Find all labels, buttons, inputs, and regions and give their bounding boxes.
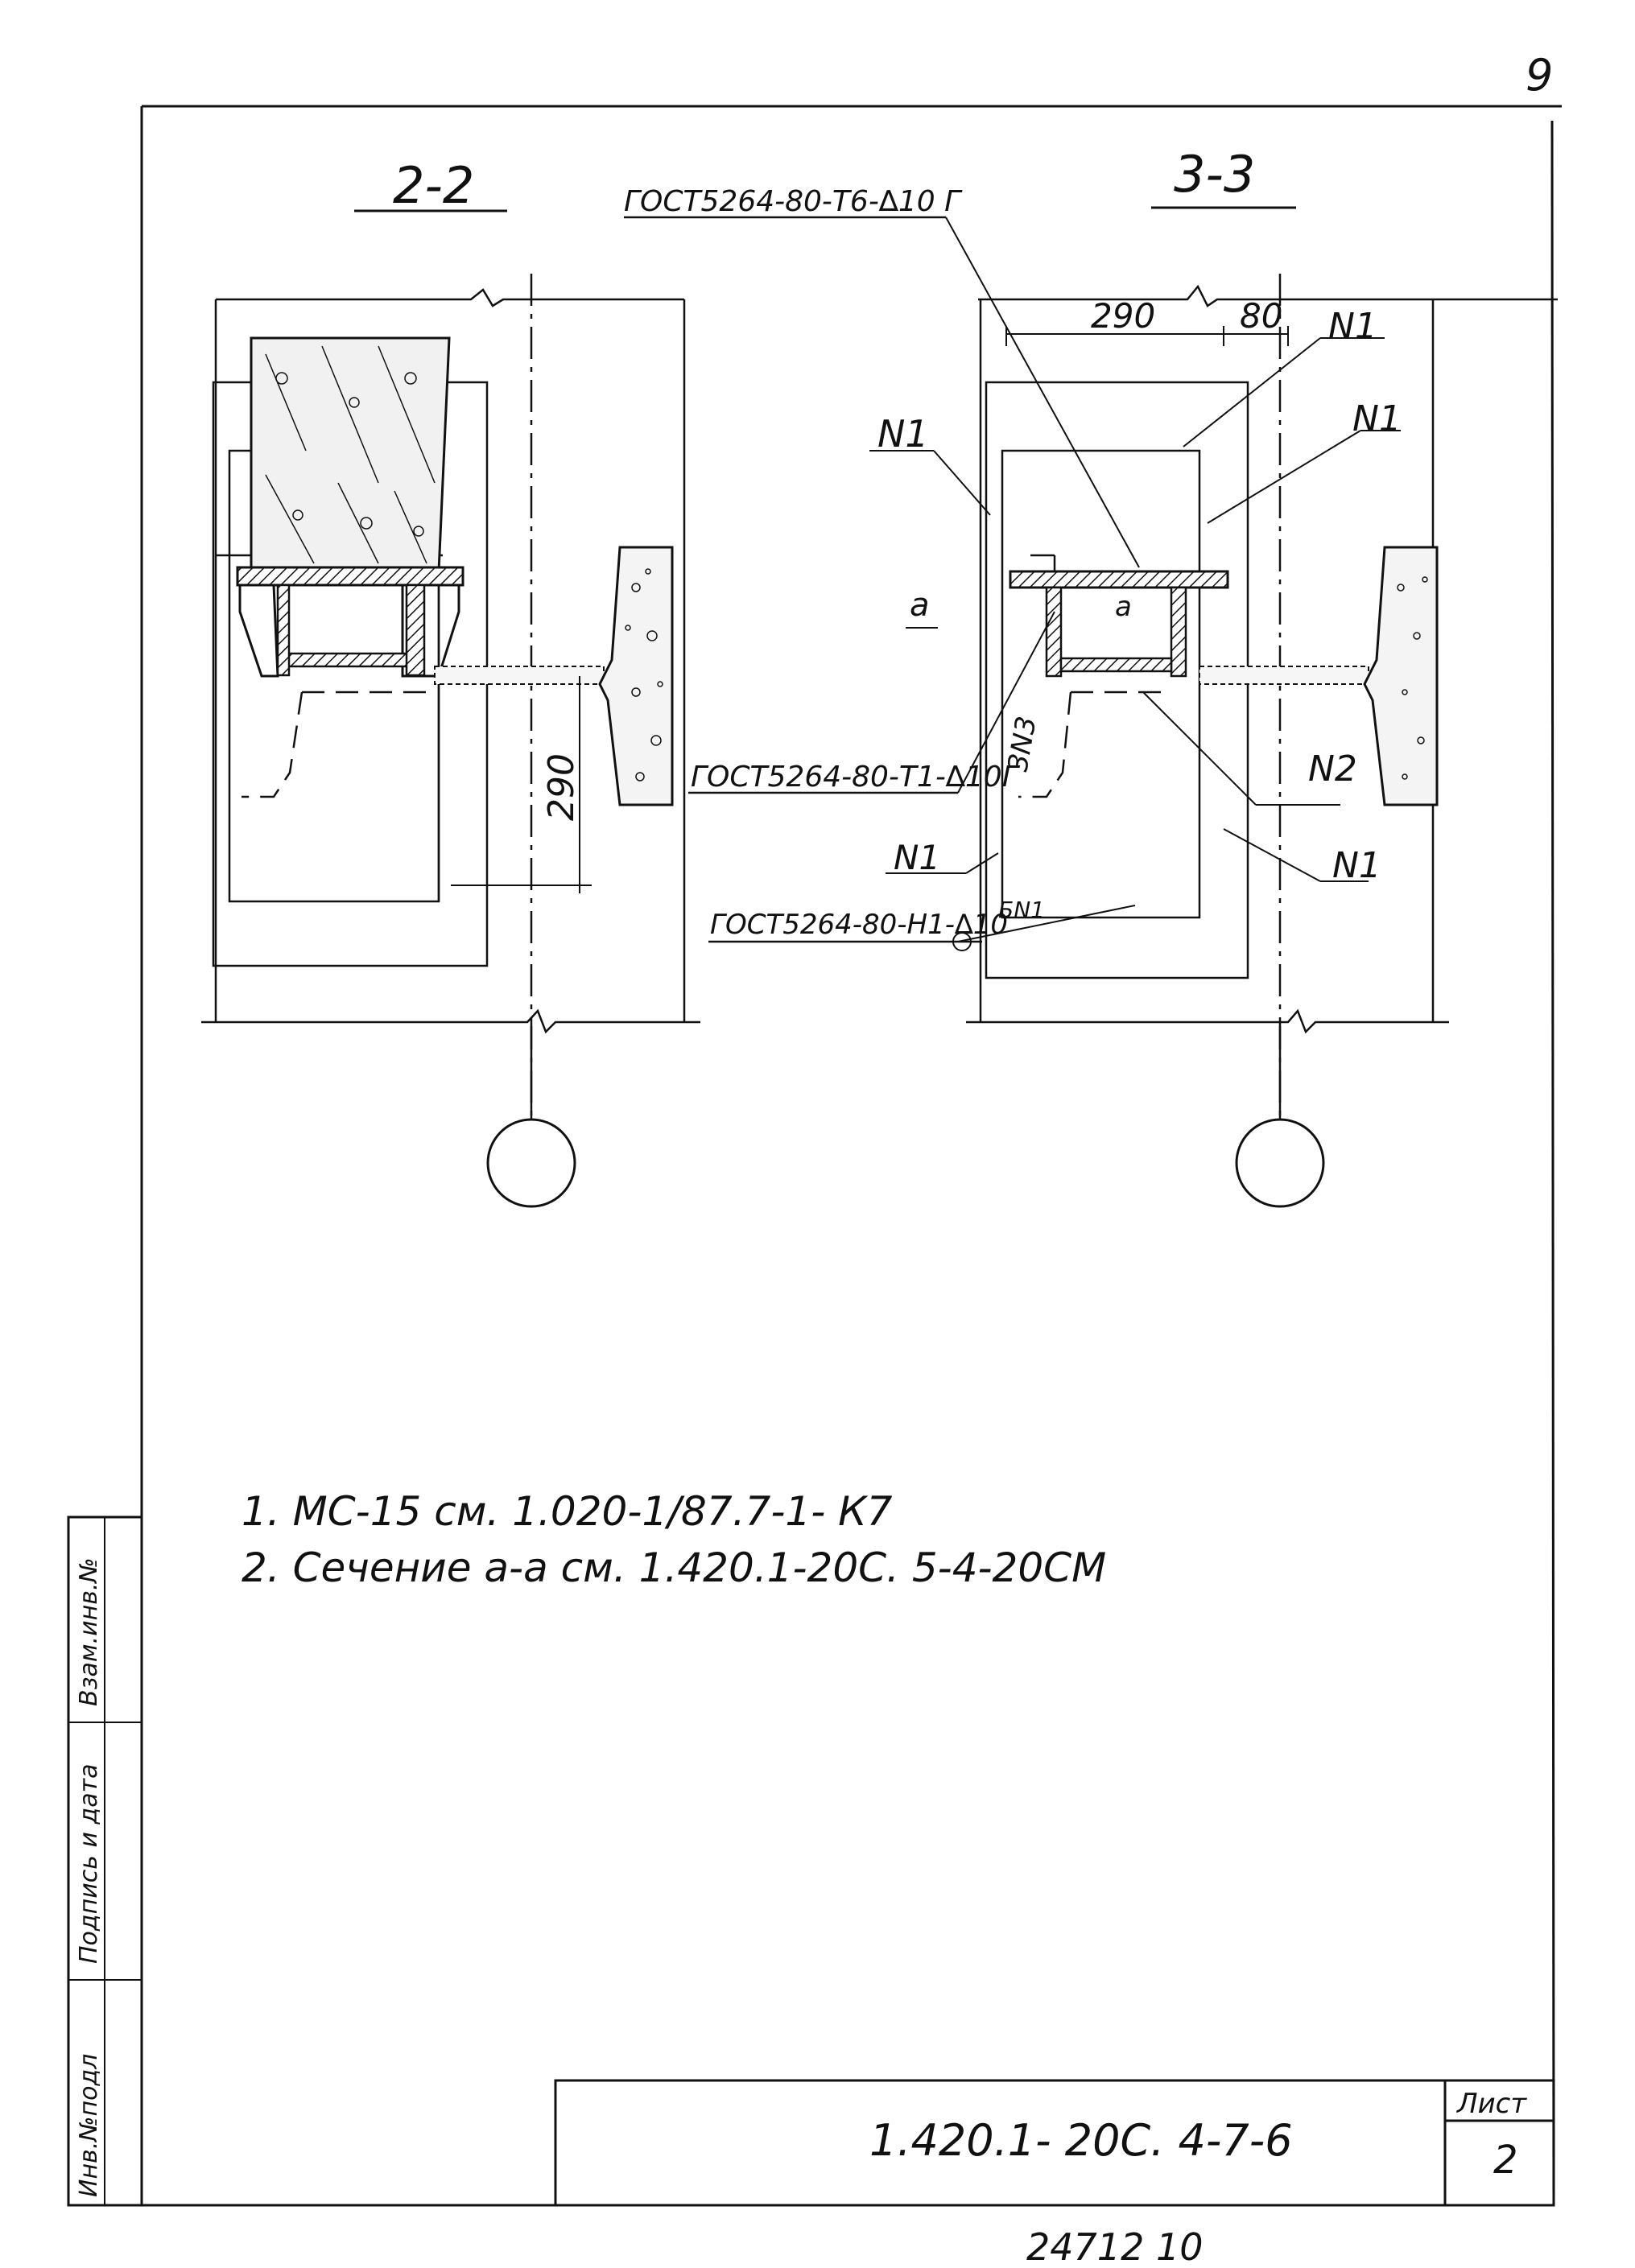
dimension-right-80: 80: [1240, 296, 1282, 336]
dimension-right-290: 290: [1091, 296, 1155, 336]
weld-callout-middle: ГОСТ5264-80-Т1-∆10Г: [691, 761, 1021, 794]
stamp-field-replace: Взам.инв.№: [75, 1557, 103, 1706]
label-n2: N2: [1308, 748, 1357, 790]
footer-number: 24712 10: [1026, 2225, 1204, 2268]
notes: 1. МС-15 см. 1.020-1/87.7-1- К7 2. Сечен…: [242, 1488, 1106, 1591]
title-block-sheet-label: Лист: [1455, 2088, 1527, 2120]
section-2-2: 290: [201, 274, 700, 1208]
label-n1-left: N1: [877, 412, 929, 456]
note-2: 2. Сечение а-а см. 1.420.1-20С. 5-4-20СМ: [242, 1544, 1106, 1591]
title-block-code: 1.420.1- 20С. 4-7-6: [869, 2115, 1293, 2166]
stamp-field-inventory: Инв.№подл: [75, 2054, 103, 2197]
page-number: 9: [1526, 50, 1553, 101]
side-stamp: Взам.инв.№ Подпись и дата Инв.№подл: [67, 1515, 143, 2207]
weld-callout-top: ГОСТ5264-80-Т6-∆10 Г: [624, 185, 963, 218]
section-title-left: 2-2: [393, 156, 474, 215]
position-labels: N1 N1 N1 N1 N1 N2 БN1 а а 3N3: [877, 306, 1402, 923]
axis-bubble-left: [486, 1118, 576, 1208]
note-1: 1. МС-15 см. 1.020-1/87.7-1- К7: [242, 1488, 893, 1535]
title-block: 1.420.1- 20С. 4-7-6 Лист 2: [554, 2079, 1555, 2207]
stamp-field-signature: Подпись и дата: [75, 1764, 103, 1965]
label-n1-bottom-left: N1: [894, 838, 940, 877]
dimension-left-290: 290: [541, 753, 582, 821]
section-title-right: 3-3: [1174, 145, 1255, 204]
label-n1-top: N1: [1328, 306, 1377, 347]
label-n1-right: N1: [1352, 398, 1402, 439]
label-bn1: БN1: [998, 897, 1045, 923]
weld-callouts: ГОСТ5264-80-Т6-∆10 Г ГОСТ5264-80-Т1-∆10Г…: [624, 185, 1140, 951]
axis-bubble-right: [1235, 1118, 1325, 1208]
title-block-sheet-number: 2: [1493, 2138, 1518, 2183]
section-3-3: 290 80: [869, 274, 1558, 1208]
label-n1-bottom-right: N1: [1332, 845, 1381, 886]
weld-callout-bottom: ГОСТ5264-80-Н1-∆10: [710, 909, 1008, 941]
label-a-left: а: [910, 587, 930, 624]
label-3n3: 3N3: [1001, 714, 1043, 774]
label-a-right: а: [1115, 591, 1132, 623]
